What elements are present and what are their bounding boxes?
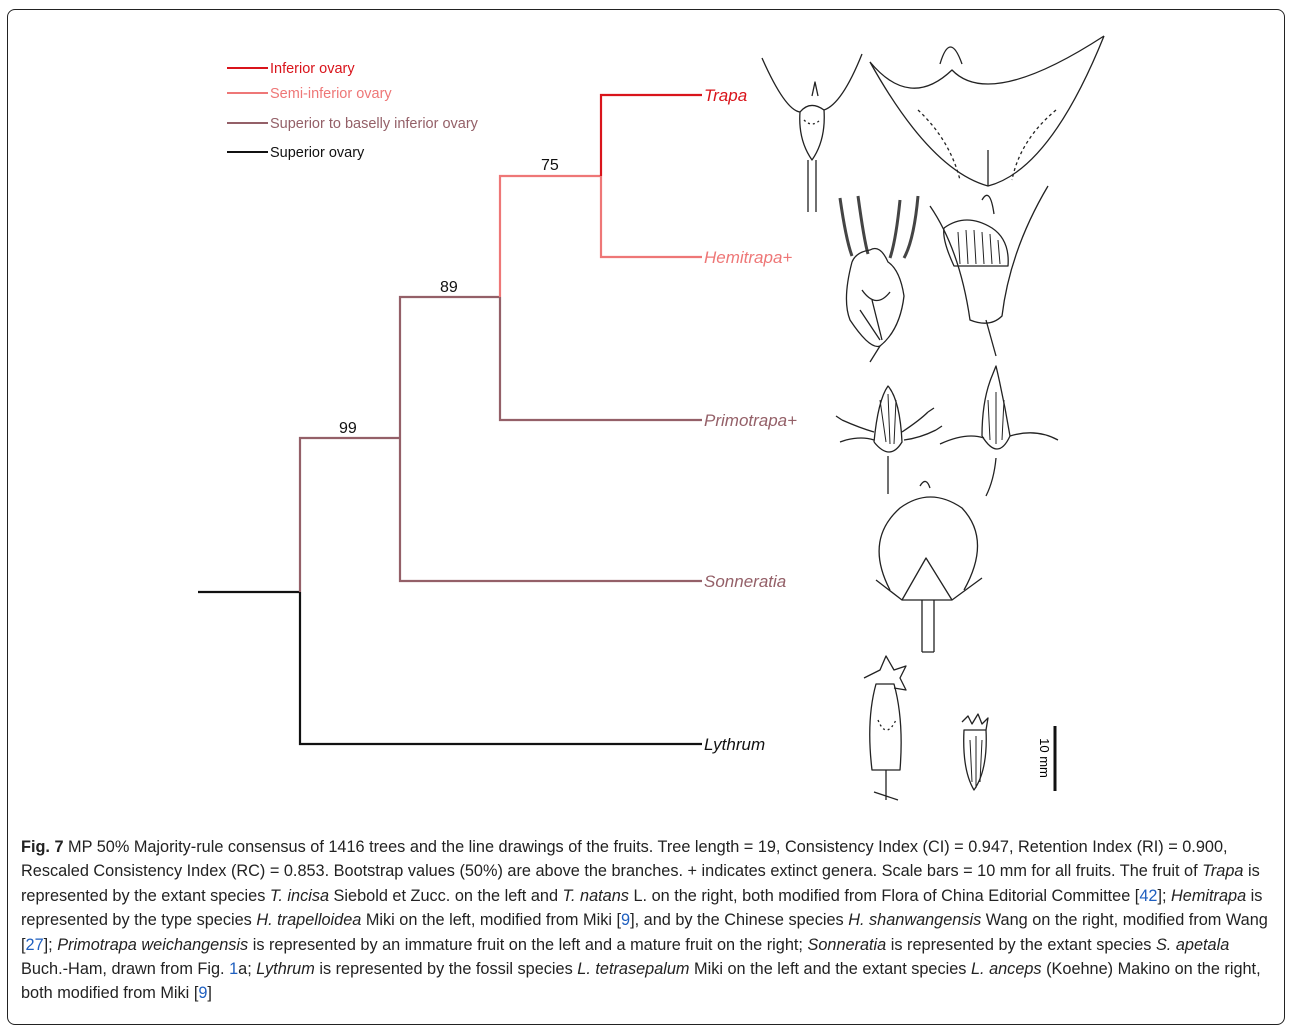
branch-sonneratia <box>400 438 702 581</box>
caption-italic: Hemitrapa <box>1171 887 1246 905</box>
caption-text: ]; <box>44 936 58 954</box>
legend: Inferior ovary Semi-inferior ovary Super… <box>227 61 479 161</box>
caption-text: Miki on the left, modified from Miki [ <box>361 911 621 929</box>
phylogenetic-tree-figure: Inferior ovary Semi-inferior ovary Super… <box>0 0 1293 830</box>
caption-italic: H. trapelloidea <box>256 911 361 929</box>
cladogram <box>198 95 702 744</box>
legend-label-semi-inferior: Semi-inferior ovary <box>270 86 392 102</box>
scale-bar-label: 10 mm <box>1037 738 1052 778</box>
caption-italic: L. anceps <box>971 960 1042 978</box>
caption-text: is represented by the fossil species <box>315 960 577 978</box>
fruit-drawing-hemitrapa-trapelloidea <box>840 196 918 362</box>
caption-italic: H. shanwangensis <box>848 911 981 929</box>
caption-text: ] <box>207 984 212 1002</box>
caption-italic: T. natans <box>563 887 629 905</box>
legend-label-superior: Superior ovary <box>270 145 365 161</box>
fruit-drawing-trapa-incisa <box>762 54 862 212</box>
caption-text: MP 50% Majority-rule consensus of 1416 t… <box>21 838 1228 880</box>
tip-label-primotrapa: Primotrapa+ <box>704 411 797 430</box>
fruit-drawing-hemitrapa-shanwangensis <box>930 186 1048 356</box>
citation-link[interactable]: 27 <box>26 936 44 954</box>
caption-text: is represented by the extant species <box>886 936 1156 954</box>
tip-label-hemitrapa: Hemitrapa+ <box>704 248 792 267</box>
legend-label-inferior: Inferior ovary <box>270 61 355 77</box>
branch-lythrum <box>300 592 702 744</box>
caption-text: is represented by an immature fruit on t… <box>248 936 807 954</box>
fruit-drawing-trapa-natans <box>870 36 1104 186</box>
caption-text: Buch.-Ham, drawn from Fig. <box>21 960 229 978</box>
fruit-drawing-lythrum-tetrasepalum <box>864 656 906 800</box>
bootstrap-75: 75 <box>541 157 559 174</box>
figure-link[interactable]: 1 <box>229 960 238 978</box>
bootstrap-99: 99 <box>339 420 357 437</box>
caption-text: ]; <box>1157 887 1171 905</box>
citation-link[interactable]: 42 <box>1139 887 1157 905</box>
figure-caption: Fig. 7 MP 50% Majority-rule consensus of… <box>21 835 1276 1006</box>
citation-link[interactable]: 9 <box>621 911 630 929</box>
caption-text: a; <box>238 960 256 978</box>
branch-trapa <box>601 95 702 176</box>
caption-italic: Trapa <box>1202 862 1243 880</box>
tip-label-trapa: Trapa <box>704 86 747 105</box>
scale-bar: 10 mm <box>1037 726 1055 791</box>
caption-italic: Lythrum <box>256 960 315 978</box>
fruit-drawing-primotrapa-mature <box>940 366 1058 496</box>
legend-label-superior-basal: Superior to baselly inferior ovary <box>270 116 479 132</box>
caption-figure-number: Fig. 7 <box>21 838 64 856</box>
fruit-drawing-lythrum-anceps <box>962 714 988 790</box>
caption-italic: L. tetrasepalum <box>577 960 689 978</box>
caption-text: L. on the right, both modified from Flor… <box>629 887 1139 905</box>
fruit-drawing-sonneratia <box>876 481 982 652</box>
caption-text: Siebold et Zucc. on the left and <box>329 887 563 905</box>
caption-italic: S. apetala <box>1156 936 1229 954</box>
branch-node-89 <box>400 297 500 438</box>
bootstrap-89: 89 <box>440 279 458 296</box>
branch-node-75 <box>500 176 601 297</box>
caption-text: Miki on the left and the extant species <box>690 960 971 978</box>
caption-italic: Primotrapa weichangensis <box>57 936 248 954</box>
branch-hemitrapa <box>601 176 702 257</box>
branch-primotrapa <box>500 297 702 420</box>
caption-italic: T. incisa <box>270 887 329 905</box>
branch-node-99 <box>300 438 400 592</box>
caption-text: ], and by the Chinese species <box>630 911 848 929</box>
fruit-drawing-primotrapa-immature <box>836 386 942 494</box>
caption-italic: Sonneratia <box>807 936 886 954</box>
tip-label-sonneratia: Sonneratia <box>704 572 786 591</box>
tip-label-lythrum: Lythrum <box>704 735 765 754</box>
